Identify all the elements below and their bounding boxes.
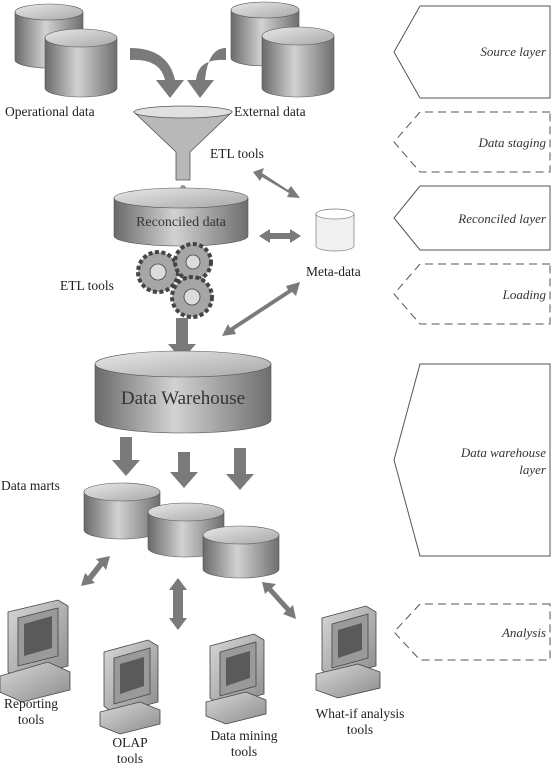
arrow-reconciled-meta: [259, 229, 301, 243]
whatif-tools-label: What-if analysis tools: [315, 706, 405, 737]
etl-tools-left-label: ETL tools: [60, 278, 114, 293]
reconciled-layer-label: Reconciled layer: [458, 211, 546, 226]
data-staging-label: Data staging: [478, 135, 546, 150]
data-mining-tools-label: Data mining tools: [210, 728, 278, 759]
external-data-cylinders: [230, 1, 335, 98]
external-data-label: External data: [234, 104, 306, 119]
warehouse-layer-shape: [393, 363, 551, 557]
operational-data-cylinders: [14, 3, 118, 98]
reporting-tools-label: Reporting tools: [4, 696, 58, 727]
whatif-tools-computer-icon: [315, 605, 381, 699]
analysis-shape: [393, 603, 551, 661]
arrow-etl-meta: [253, 168, 300, 198]
meta-data-cylinder: [315, 208, 355, 252]
arrows-to-data-marts: [112, 437, 254, 490]
loading-label: Loading: [502, 287, 546, 302]
source-layer-label: Source layer: [480, 44, 546, 59]
meta-data-label: Meta-data: [306, 264, 361, 279]
data-mining-tools-computer-icon: [205, 633, 267, 725]
operational-data-label: Operational data: [5, 104, 95, 119]
warehouse-layer-label: Data warehouse layer: [460, 445, 546, 477]
reconciled-data-cylinder: Reconciled data: [113, 187, 249, 247]
arrows-marts-tools: [81, 556, 296, 630]
loading-shape: [393, 263, 551, 325]
source-layer-shape: [393, 5, 551, 99]
data-warehouse-cylinder: Data Warehouse: [94, 350, 272, 434]
arrow-etl-to-warehouse: [168, 318, 196, 360]
etl-tools-top-label: ETL tools: [210, 146, 264, 161]
reconciled-data-label: Reconciled data: [136, 215, 227, 230]
arrow-meta-warehouse: [222, 282, 300, 336]
arrow-operational-to-funnel: [130, 48, 184, 98]
analysis-label: Analysis: [501, 625, 546, 640]
gears-icon: [136, 242, 214, 319]
olap-tools-computer-icon: [99, 639, 161, 735]
data-mart-cylinders: [83, 482, 280, 579]
data-marts-label: Data marts: [1, 478, 60, 493]
data-staging-shape: [393, 111, 551, 173]
reporting-tools-computer-icon: [0, 599, 71, 703]
reconciled-layer-shape: [393, 185, 551, 251]
olap-tools-label: OLAP tools: [112, 735, 148, 766]
arrow-external-to-funnel: [187, 48, 226, 98]
data-warehouse-label: Data Warehouse: [121, 388, 245, 409]
